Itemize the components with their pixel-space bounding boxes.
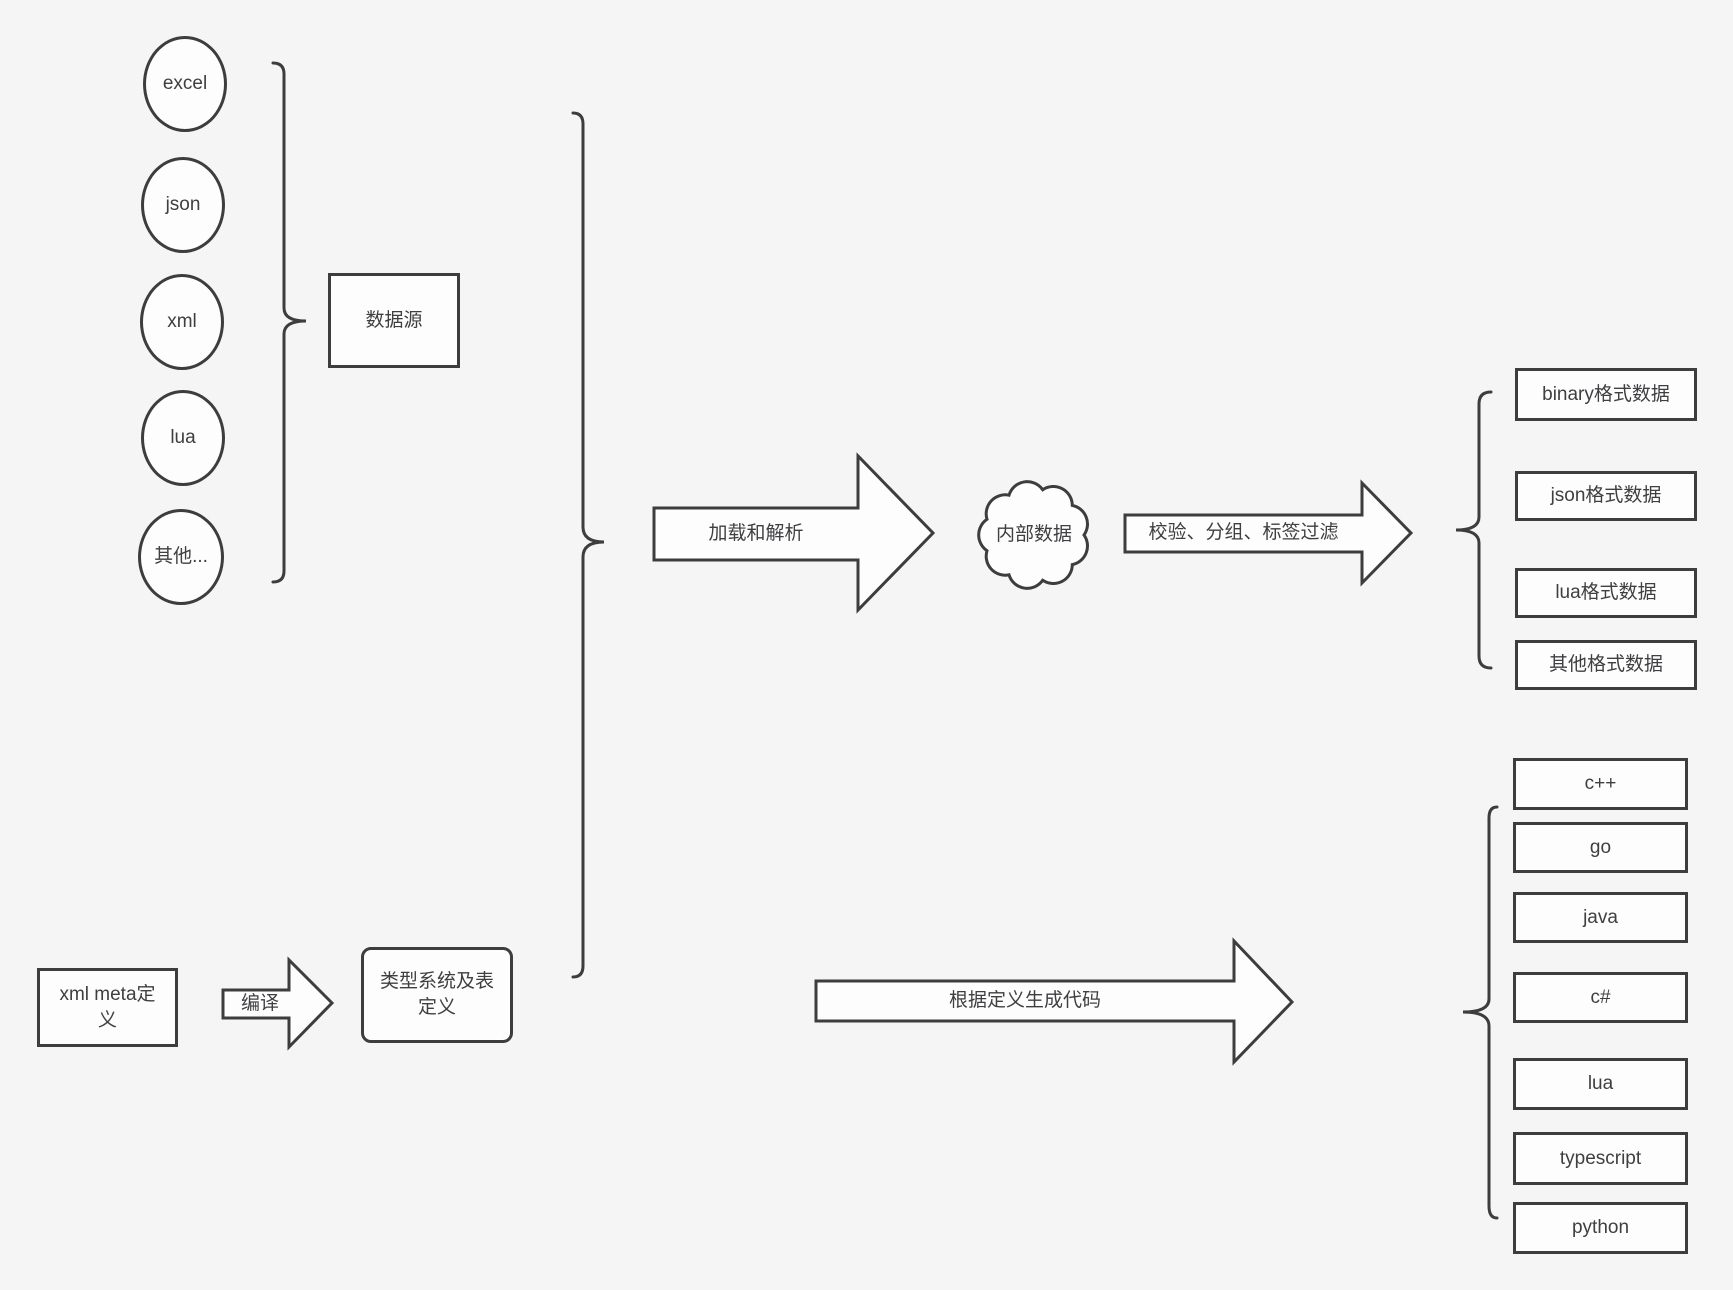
output-box-lua: lua格式数据 bbox=[1515, 568, 1697, 618]
language-label: python bbox=[1571, 1217, 1630, 1239]
load-parse-arrow-shape bbox=[652, 452, 936, 614]
language-box-go: go bbox=[1513, 822, 1688, 873]
compile-arrow-shape bbox=[221, 956, 335, 1051]
language-box-lua: lua bbox=[1513, 1058, 1688, 1110]
source-label: excel bbox=[162, 73, 208, 95]
language-label: c++ bbox=[1584, 773, 1617, 795]
output-label: binary格式数据 bbox=[1542, 383, 1670, 405]
filter-arrow-shape bbox=[1123, 479, 1414, 587]
language-box-cpp: c++ bbox=[1513, 758, 1688, 810]
output-box-binary: binary格式数据 bbox=[1515, 368, 1697, 421]
output-label: 其他格式数据 bbox=[1548, 654, 1663, 676]
language-box-csharp: c# bbox=[1513, 972, 1688, 1023]
output-box-other: 其他格式数据 bbox=[1515, 640, 1697, 690]
data-source-label: 数据源 bbox=[365, 309, 423, 331]
type-system-label: 类型系统及表定义 bbox=[379, 971, 494, 1018]
language-label: java bbox=[1583, 906, 1618, 928]
source-label: json bbox=[165, 194, 201, 216]
source-ellipse-lua: lua bbox=[141, 390, 225, 486]
language-label: c# bbox=[1590, 986, 1611, 1008]
output-label: json格式数据 bbox=[1550, 485, 1662, 507]
source-ellipse-xml: xml bbox=[140, 274, 224, 370]
language-label: typescript bbox=[1559, 1147, 1642, 1169]
outputs-brace bbox=[1455, 390, 1493, 670]
codegen-arrow-label: 根据定义生成代码 bbox=[948, 989, 1101, 1011]
language-label: go bbox=[1589, 836, 1612, 858]
load-parse-arrow-label: 加载和解析 bbox=[708, 522, 804, 544]
filter-arrow-label: 校验、分组、标签过滤 bbox=[1148, 522, 1339, 544]
language-box-typescript: typescript bbox=[1513, 1132, 1688, 1185]
type-system-box: 类型系统及表定义 bbox=[361, 947, 513, 1043]
sources-brace bbox=[271, 61, 307, 584]
source-ellipse-excel: excel bbox=[143, 36, 227, 132]
internal-data-cloud bbox=[977, 480, 1089, 590]
source-label: xml bbox=[167, 311, 197, 333]
codegen-arrow-shape bbox=[814, 937, 1295, 1066]
language-label: lua bbox=[1587, 1073, 1614, 1095]
xml-meta-box: xml meta定义 bbox=[37, 968, 178, 1047]
data-source-box: 数据源 bbox=[328, 273, 460, 368]
main-brace bbox=[571, 111, 605, 979]
languages-brace bbox=[1462, 805, 1499, 1220]
source-label: 其他... bbox=[154, 546, 208, 568]
compile-arrow-label: 编译 bbox=[240, 992, 279, 1014]
internal-data-cloud-label: 内部数据 bbox=[995, 523, 1072, 545]
language-box-python: python bbox=[1513, 1202, 1688, 1254]
language-box-java: java bbox=[1513, 892, 1688, 943]
output-box-json: json格式数据 bbox=[1515, 471, 1697, 521]
xml-meta-label: xml meta定义 bbox=[59, 983, 156, 1031]
source-label: lua bbox=[170, 427, 196, 449]
source-ellipse-other: 其他... bbox=[138, 509, 224, 605]
output-label: lua格式数据 bbox=[1555, 582, 1657, 604]
source-ellipse-json: json bbox=[141, 157, 225, 253]
